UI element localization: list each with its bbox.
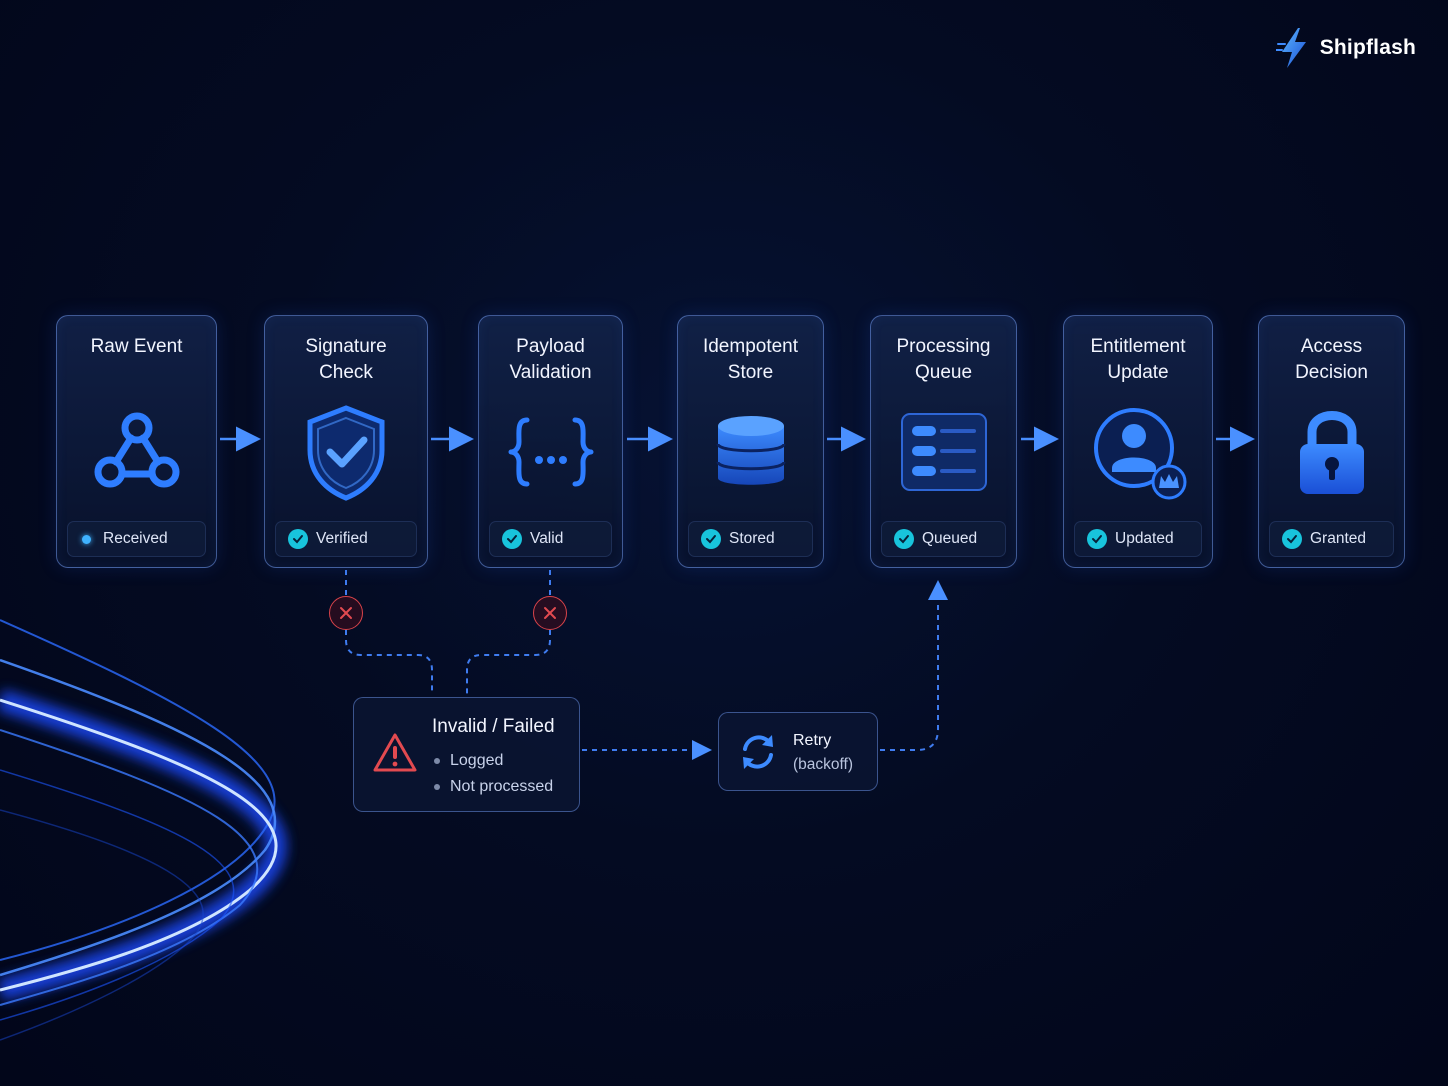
failure-title: Invalid / Failed <box>432 716 555 737</box>
light-swoosh-decoration <box>0 619 287 1041</box>
stage-title: Processing Queue <box>896 336 991 383</box>
failure-item-label: Not processed <box>450 778 554 795</box>
check-icon <box>502 529 522 549</box>
failure-item-label: Logged <box>450 752 504 769</box>
queue-list-icon <box>900 413 987 491</box>
status-badge: Queued <box>881 521 1006 557</box>
retry-subtitle: (backoff) <box>793 756 854 773</box>
status-label: Stored <box>729 530 775 547</box>
stage-access-decision[interactable]: Access Decision Granted <box>1258 315 1405 568</box>
failure-details: Logged Not processed <box>434 748 553 800</box>
payload-failure-path-lower <box>466 630 551 695</box>
status-badge: Updated <box>1074 521 1202 557</box>
stage-processing-queue[interactable]: Processing Queue Queued <box>870 315 1017 568</box>
webhook-icon <box>94 412 179 488</box>
check-icon <box>288 529 308 549</box>
check-icon <box>1282 529 1302 549</box>
brand-name: Shipflash <box>1319 36 1416 59</box>
shield-check-icon <box>307 405 385 501</box>
status-label: Queued <box>922 530 978 547</box>
invalid-failed-node[interactable]: Invalid / Failed Logged Not processed <box>353 697 580 812</box>
signature-fail-icon <box>329 596 363 630</box>
stage-payload-validation[interactable]: Payload Validation Valid <box>478 315 623 568</box>
status-badge: Stored <box>688 521 813 557</box>
stage-title: Raw Event <box>90 336 183 357</box>
stage-entitlement-update[interactable]: Entitlement Update Updated <box>1063 315 1213 568</box>
stage-title: Access Decision <box>1295 336 1368 383</box>
status-label: Updated <box>1115 530 1174 547</box>
status-label: Granted <box>1310 530 1367 547</box>
status-badge: Valid <box>489 521 612 557</box>
database-icon <box>716 416 785 485</box>
list-item: Logged <box>434 748 553 774</box>
bullet-icon <box>434 758 440 764</box>
status-badge: Received <box>67 521 206 557</box>
retry-to-queue-path <box>880 580 948 751</box>
stage-title: Entitlement Update <box>1090 336 1186 383</box>
status-label: Valid <box>530 530 564 547</box>
stage-idempotent-store[interactable]: Idempotent Store Stored <box>677 315 824 568</box>
stage-signature-check[interactable]: Signature Check Verified <box>264 315 428 568</box>
list-item: Not processed <box>434 774 553 800</box>
lock-icon <box>1299 411 1364 494</box>
warning-icon <box>373 733 417 772</box>
status-dot-icon <box>82 534 91 544</box>
stage-raw-event[interactable]: Raw Event Received <box>56 315 217 568</box>
refresh-icon <box>743 735 773 769</box>
braces-icon <box>508 417 593 487</box>
bullet-icon <box>434 784 440 790</box>
lightning-bolt-icon <box>1275 28 1306 68</box>
status-badge: Granted <box>1269 521 1394 557</box>
retry-node[interactable]: Retry (backoff) <box>718 712 878 791</box>
status-label: Verified <box>316 530 368 547</box>
user-crown-icon <box>1094 408 1187 500</box>
payload-fail-icon <box>533 596 567 630</box>
signature-failure-path-lower <box>345 630 433 695</box>
brand-logo: Shipflash <box>1275 26 1416 70</box>
check-icon <box>1087 529 1107 549</box>
retry-title: Retry <box>793 732 832 749</box>
status-badge: Verified <box>275 521 417 557</box>
stage-title: Signature Check <box>305 336 387 383</box>
stage-title: Idempotent Store <box>702 336 799 383</box>
check-icon <box>701 529 721 549</box>
check-icon <box>894 529 914 549</box>
status-label: Received <box>103 530 168 547</box>
stage-title: Payload Validation <box>509 336 592 383</box>
